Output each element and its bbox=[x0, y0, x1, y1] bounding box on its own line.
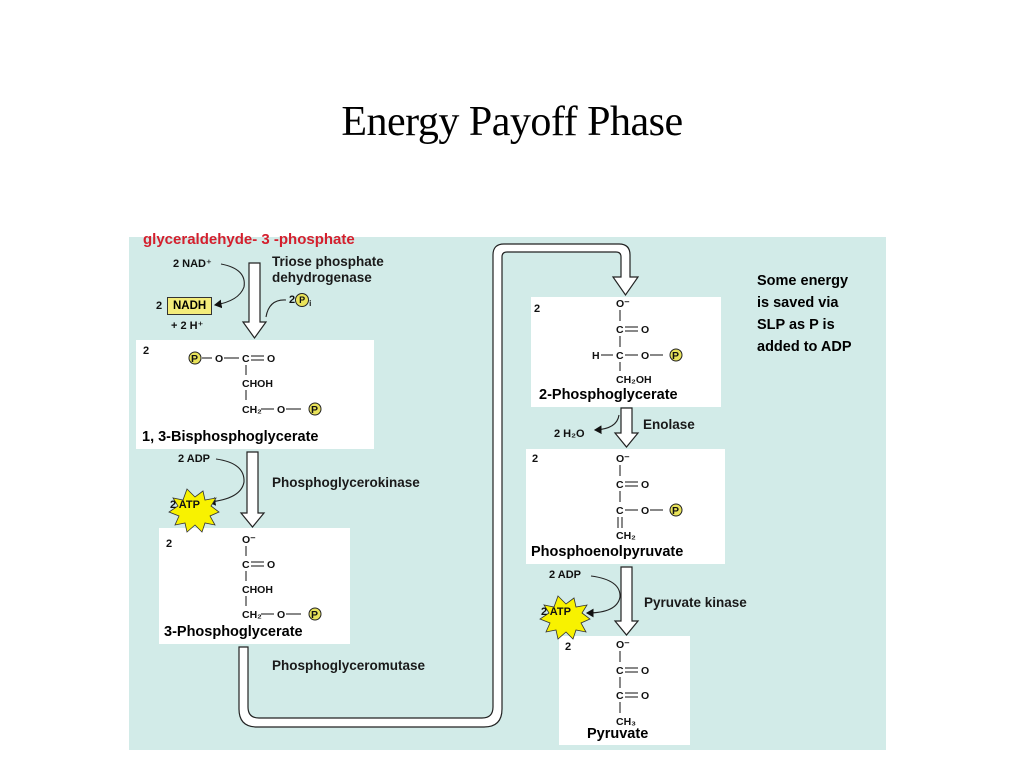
molecule-name-3pg: 3-Phosphoglycerate bbox=[164, 624, 303, 640]
svg-text:P: P bbox=[191, 353, 198, 365]
arrow-step5 bbox=[613, 566, 640, 636]
enzyme-phosphoglyceromutase: Phosphoglyceromutase bbox=[272, 658, 426, 673]
molecule-box-pep bbox=[526, 449, 725, 564]
svg-text:O: O bbox=[215, 353, 223, 365]
svg-text:CHOH: CHOH bbox=[242, 378, 273, 390]
svg-text:O⁻: O⁻ bbox=[616, 453, 630, 465]
arrow-step4 bbox=[613, 407, 640, 448]
adp-label-1: 2 ADP bbox=[178, 453, 210, 465]
hplus-label: + 2 H⁺ bbox=[171, 320, 204, 332]
svg-text:C: C bbox=[242, 353, 250, 365]
svg-text:O⁻: O⁻ bbox=[242, 534, 256, 546]
svg-text:O: O bbox=[641, 690, 649, 702]
pep-count: 2 bbox=[532, 453, 539, 465]
svg-text:CH₃: CH₃ bbox=[616, 716, 636, 728]
svg-text:O: O bbox=[641, 350, 649, 362]
water-label: 2 H₂O bbox=[554, 428, 585, 440]
svg-text:O: O bbox=[267, 353, 275, 365]
molecule-box-3pg bbox=[159, 528, 350, 644]
svg-text:C: C bbox=[616, 690, 624, 702]
svg-text:C: C bbox=[616, 505, 624, 517]
svg-text:O: O bbox=[641, 505, 649, 517]
atp-label-2: 2 ATP bbox=[541, 606, 571, 618]
svg-text:P: P bbox=[311, 404, 318, 416]
svg-text:O: O bbox=[267, 559, 275, 571]
svg-text:O: O bbox=[277, 404, 285, 416]
arrow-step2 bbox=[239, 451, 266, 528]
svg-text:O: O bbox=[641, 479, 649, 491]
svg-text:O: O bbox=[277, 609, 285, 621]
svg-text:O⁻: O⁻ bbox=[616, 298, 630, 310]
svg-text:CH₂: CH₂ bbox=[616, 530, 636, 542]
svg-text:CH₂: CH₂ bbox=[242, 404, 262, 416]
atp-burst-1 bbox=[168, 488, 220, 533]
molecule-box-pyruvate bbox=[559, 636, 690, 745]
curve-pi-in bbox=[265, 299, 287, 318]
svg-text:C: C bbox=[616, 479, 624, 491]
molecule-name-pep: Phosphoenolpyruvate bbox=[531, 544, 684, 560]
start-molecule-label: glyceraldehyde- 3 -phosphate bbox=[143, 231, 355, 248]
enzyme-enolase: Enolase bbox=[643, 417, 695, 432]
adp-label-2: 2 ADP bbox=[549, 569, 581, 581]
curve-nad-in bbox=[213, 263, 245, 309]
bpg-count: 2 bbox=[143, 345, 150, 357]
arrow-step1 bbox=[241, 262, 268, 340]
structure-pyruvate: O⁻ C O C O CH₃ bbox=[616, 639, 649, 728]
svg-text:CHOH: CHOH bbox=[242, 584, 273, 596]
glycolysis-payoff-diagram: P O C O CHOH CH₂ O P O⁻ C O bbox=[129, 231, 886, 750]
svg-text:CH₂: CH₂ bbox=[242, 609, 262, 621]
svg-text:C: C bbox=[616, 324, 624, 336]
molecule-box-2pg bbox=[531, 297, 721, 407]
svg-text:P: P bbox=[672, 350, 679, 362]
svg-text:P: P bbox=[672, 505, 679, 517]
structure-pep: O⁻ C O C O P CH₂ bbox=[616, 453, 683, 542]
molecule-box-bpg bbox=[136, 340, 374, 449]
curve-adp-in bbox=[207, 458, 245, 506]
arrow-step3-pipe bbox=[238, 243, 640, 728]
svg-text:O: O bbox=[641, 324, 649, 336]
curve-adp2-in bbox=[585, 575, 621, 618]
curve-water-out bbox=[593, 414, 620, 435]
nadh-box: NADH bbox=[167, 297, 213, 315]
svg-text:H: H bbox=[592, 350, 600, 362]
diagram-lines: P O C O CHOH CH₂ O P O⁻ C O bbox=[168, 243, 683, 728]
atp-label-1: 2 ATP bbox=[170, 499, 200, 511]
slp-note: Some energy is saved via SLP as P is add… bbox=[757, 273, 852, 355]
molecule-name-pyruvate: Pyruvate bbox=[587, 726, 649, 742]
svg-text:O⁻: O⁻ bbox=[616, 639, 630, 651]
2pg-count: 2 bbox=[534, 303, 541, 315]
enzyme-triose-phosphate-dehydrogenase: Triose phosphate dehydrogenase bbox=[272, 254, 384, 285]
svg-text:O: O bbox=[641, 665, 649, 677]
molecule-name-bpg: 1, 3-Bisphosphoglycerate bbox=[142, 429, 319, 445]
nadh-coefficient: 2 bbox=[156, 300, 163, 312]
structure-2pg: O⁻ C O H C O P CH₂OH bbox=[592, 298, 683, 386]
pi-symbol: P bbox=[295, 293, 310, 307]
enzyme-phosphoglycerokinase: Phosphoglycerokinase bbox=[272, 475, 420, 490]
nad-label: 2 NAD⁺ bbox=[173, 258, 212, 270]
structure-3pg: O⁻ C O CHOH CH₂ O P bbox=[242, 534, 322, 621]
3pg-count: 2 bbox=[166, 538, 173, 550]
svg-text:P: P bbox=[311, 609, 318, 621]
svg-text:CH₂OH: CH₂OH bbox=[616, 374, 652, 386]
molecule-name-2pg: 2-Phosphoglycerate bbox=[539, 387, 678, 403]
svg-text:C: C bbox=[616, 350, 624, 362]
enzyme-pyruvate-kinase: Pyruvate kinase bbox=[644, 595, 747, 610]
pyruvate-count: 2 bbox=[565, 641, 572, 653]
structure-bpg: P O C O CHOH CH₂ O P bbox=[188, 351, 322, 416]
svg-text:C: C bbox=[616, 665, 624, 677]
slide-title: Energy Payoff Phase bbox=[341, 99, 683, 145]
atp-burst-2 bbox=[539, 595, 591, 640]
svg-text:C: C bbox=[242, 559, 250, 571]
